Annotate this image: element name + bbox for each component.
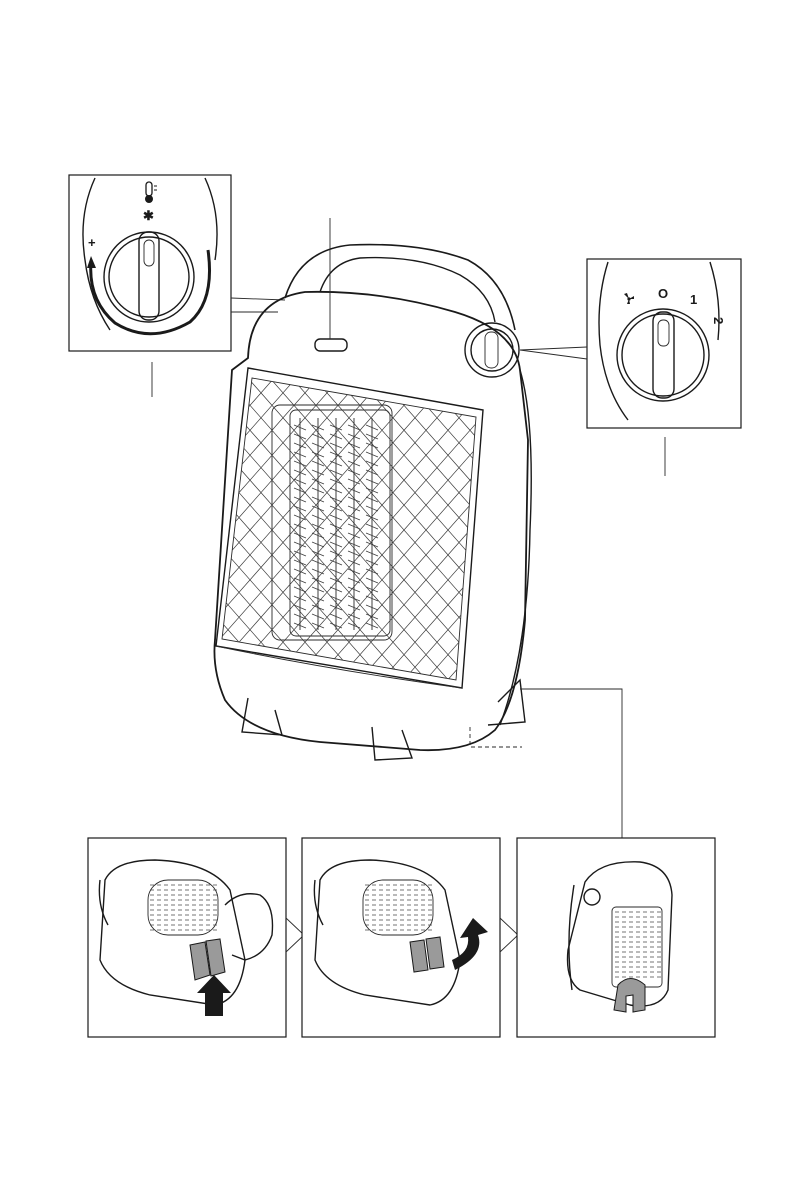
step-2-panel [302,838,500,1037]
grille-line [0,360,290,700]
grille-line [0,360,202,700]
grille-line [0,360,268,700]
mode-inset: O 1 2 [587,259,741,428]
grille-line [0,360,224,700]
mode-1-label: 1 [690,292,697,307]
mode-2-label: 2 [711,317,726,324]
step-3-panel [517,838,715,1037]
grille-line [0,360,224,700]
grille-line [0,360,180,700]
snowflake-label: ✱ [143,208,154,223]
grille-line [0,360,180,700]
grille-line [0,360,268,700]
thermostat-inset: ✱ + [69,175,231,351]
grille-line [0,360,202,700]
grille-line [12,360,312,700]
grille-line [0,360,246,700]
mode-off-label: O [658,286,668,301]
grille-line [0,360,290,700]
step-1-panel [88,838,286,1037]
grille-line [0,360,246,700]
plus-label: + [88,235,96,250]
